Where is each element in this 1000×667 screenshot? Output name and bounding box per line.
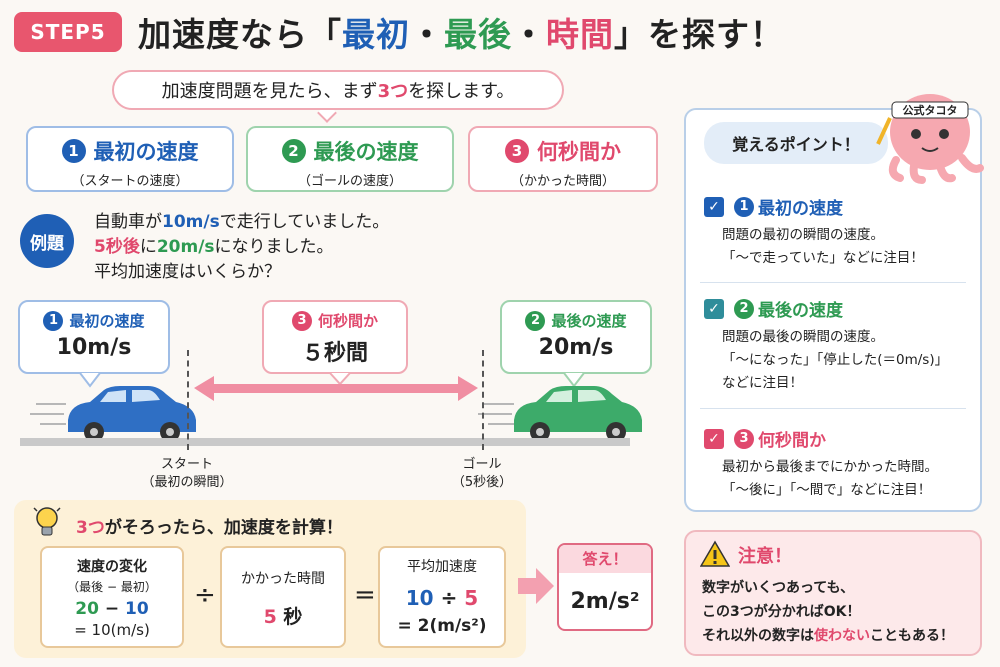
- start-line: [187, 350, 189, 450]
- road: [20, 438, 630, 446]
- divider: [700, 408, 966, 409]
- blue-car-icon: [68, 386, 196, 442]
- checkbox-checked-icon: ✓: [704, 196, 724, 217]
- caution-text: 数字がいくつあっても、 この3つが分かればOK！ それ以外の数字は使わないことも…: [702, 580, 954, 644]
- number-2-icon: 2: [525, 310, 546, 331]
- point-final-speed-desc: 問題の最後の瞬間の速度。 「〜になった」「停止した(＝0m/s)」 などに注目！: [722, 329, 949, 391]
- step-badge: STEP5: [14, 12, 122, 52]
- start-label: スタート （最初の瞬間）: [141, 457, 233, 490]
- elapsed-time-box: かかった時間 5 秒: [220, 546, 346, 648]
- divide-operator: ÷: [194, 580, 216, 610]
- page-title: 加速度なら「最初・最後・時間」を探す！: [138, 15, 784, 54]
- svg-text:公式タコタ: 公式タコタ: [903, 103, 958, 117]
- point-initial-speed: ✓ 1 最初の速度: [704, 194, 843, 219]
- number-1-icon: 1: [734, 196, 754, 217]
- motion-diagram: [30, 372, 642, 442]
- number-3-icon: 3: [734, 428, 754, 449]
- time-callout-tail: [329, 372, 351, 386]
- caution-title: 注意！: [738, 546, 792, 567]
- lightbulb-icon: [33, 507, 61, 536]
- example-problem: 自動車が10m/sで走行していました。 5秒後に20m/sになりました。 平均加…: [94, 212, 390, 282]
- number-1-icon: 1: [61, 139, 86, 163]
- point-final-speed: ✓ 2 最後の速度: [704, 296, 843, 321]
- key-points-panel: [684, 108, 982, 512]
- caution-box: [684, 530, 982, 656]
- end-callout-tail: [563, 372, 585, 388]
- key-points-title: 覚えるポイント！: [704, 122, 888, 164]
- point-initial-speed-desc: 問題の最初の瞬間の速度。 「〜で走っていた」などに注目！: [722, 227, 924, 266]
- number-1-icon: 1: [43, 310, 64, 331]
- example-badge: 例題: [20, 214, 74, 268]
- right-arrow-icon: [518, 568, 554, 604]
- duration-arrow: [194, 376, 478, 401]
- checkbox-checked-icon: ✓: [704, 428, 724, 449]
- point-duration-desc: 最初から最後までにかかった時間。 「〜後に」「〜間で」などに注目！: [722, 459, 938, 498]
- point-duration: ✓ 3 何秒間か: [704, 426, 826, 451]
- calculation-title: 3つがそろったら、加速度を計算！: [76, 518, 343, 538]
- average-acceleration-box: 平均加速度 10 ÷ 5 = 2(m/s²): [378, 546, 506, 648]
- warning-icon: [700, 540, 730, 567]
- octopus-mascot-icon: 公式タコタ: [876, 94, 984, 184]
- divider: [700, 282, 966, 283]
- goal-line: [482, 350, 484, 450]
- checkbox-checked-icon: ✓: [704, 298, 724, 319]
- answer-box: 答え！ 2m/s²: [557, 543, 653, 631]
- velocity-change-box: 速度の変化 （最後 − 最初） 20 − 10 = 10(m/s): [40, 546, 184, 648]
- number-2-icon: 2: [734, 298, 754, 319]
- number-3-icon: 3: [505, 139, 529, 163]
- start-callout-tail: [79, 372, 101, 388]
- number-3-icon: 3: [291, 310, 312, 331]
- goal-label: ゴール （5秒後）: [451, 457, 513, 490]
- equals-operator: =: [354, 580, 376, 610]
- number-2-icon: 2: [281, 139, 306, 163]
- green-car-icon: [514, 386, 642, 442]
